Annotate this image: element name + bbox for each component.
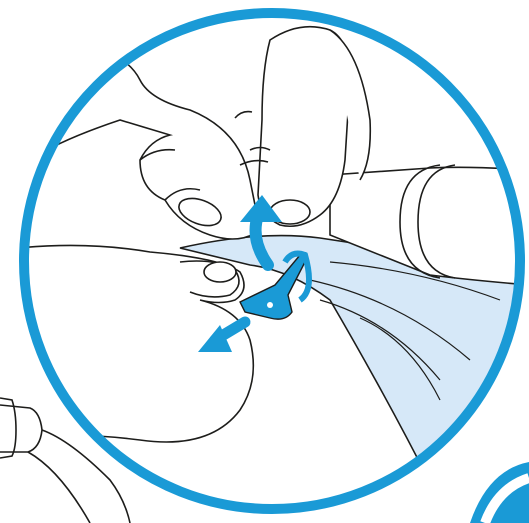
illustration-stage [0,0,529,523]
detail-illustration [0,0,529,523]
